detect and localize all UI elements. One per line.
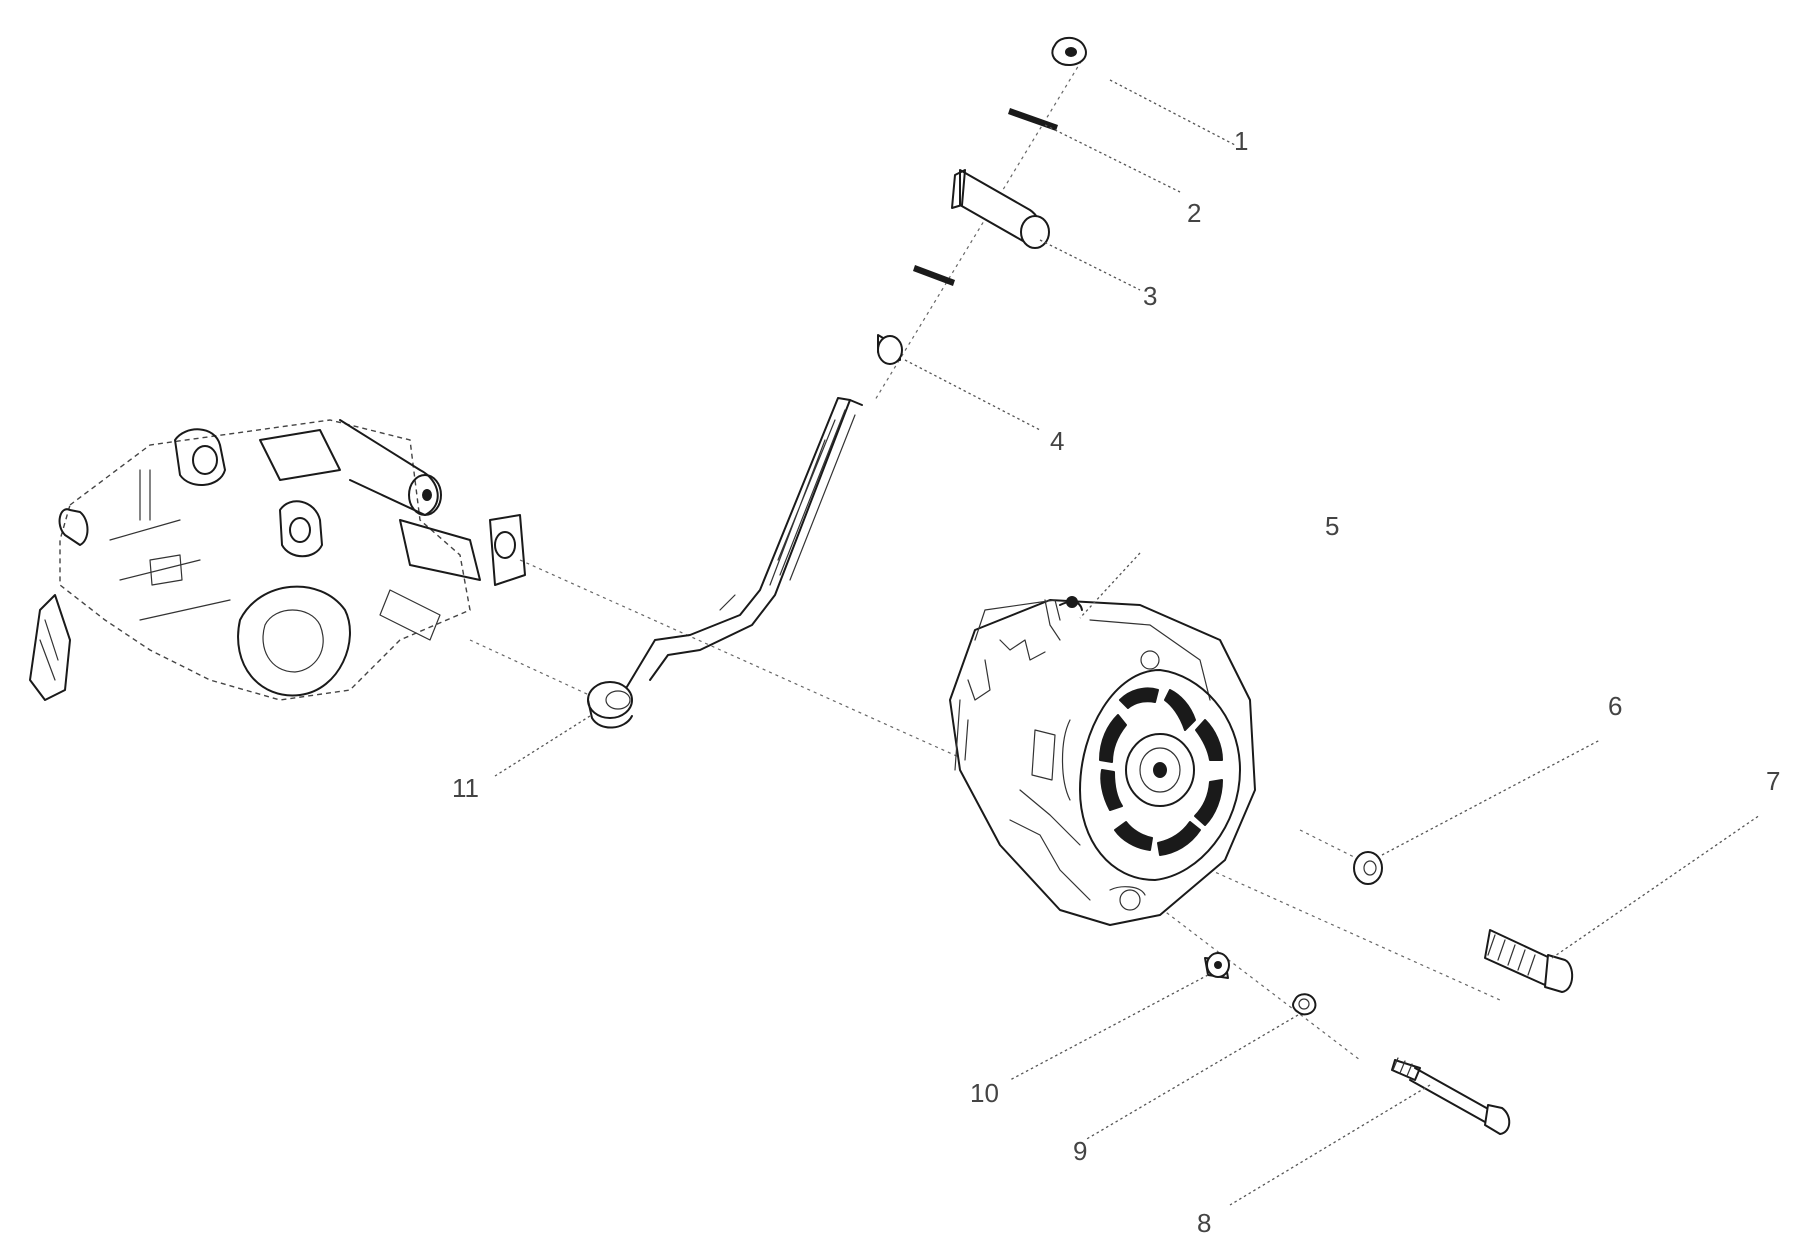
callout-1: 1 bbox=[1234, 126, 1248, 156]
assembly-axes bbox=[469, 54, 1501, 1061]
flat-washer-icon bbox=[913, 265, 955, 286]
washer-icon bbox=[1353, 851, 1383, 885]
callout-5: 5 bbox=[1325, 511, 1339, 541]
adjusting-arm-icon bbox=[587, 397, 863, 729]
callout-7: 7 bbox=[1766, 766, 1780, 796]
callout-3: 3 bbox=[1143, 281, 1157, 311]
leader-lines bbox=[494, 79, 1761, 1206]
alternator-icon bbox=[949, 596, 1256, 926]
spacer-sleeve-icon bbox=[951, 169, 1050, 249]
adjusting-bolt-icon bbox=[1391, 1057, 1511, 1135]
callout-4: 4 bbox=[1050, 426, 1064, 456]
engine-bracket-icon bbox=[29, 419, 526, 701]
bushing-icon bbox=[877, 334, 903, 365]
callout-9: 9 bbox=[1073, 1136, 1087, 1166]
pivot-bolt-icon bbox=[1484, 929, 1574, 993]
spacer-icon bbox=[1204, 952, 1230, 979]
callout-6: 6 bbox=[1608, 691, 1622, 721]
callouts: 1 2 3 4 5 6 7 8 9 10 11 bbox=[452, 126, 1780, 1237]
callout-8: 8 bbox=[1197, 1208, 1211, 1237]
nut-icon bbox=[1051, 36, 1087, 66]
callout-11: 11 bbox=[452, 773, 479, 803]
callout-10: 10 bbox=[970, 1078, 999, 1108]
small-washer-icon bbox=[1292, 993, 1317, 1016]
callout-2: 2 bbox=[1187, 198, 1201, 228]
